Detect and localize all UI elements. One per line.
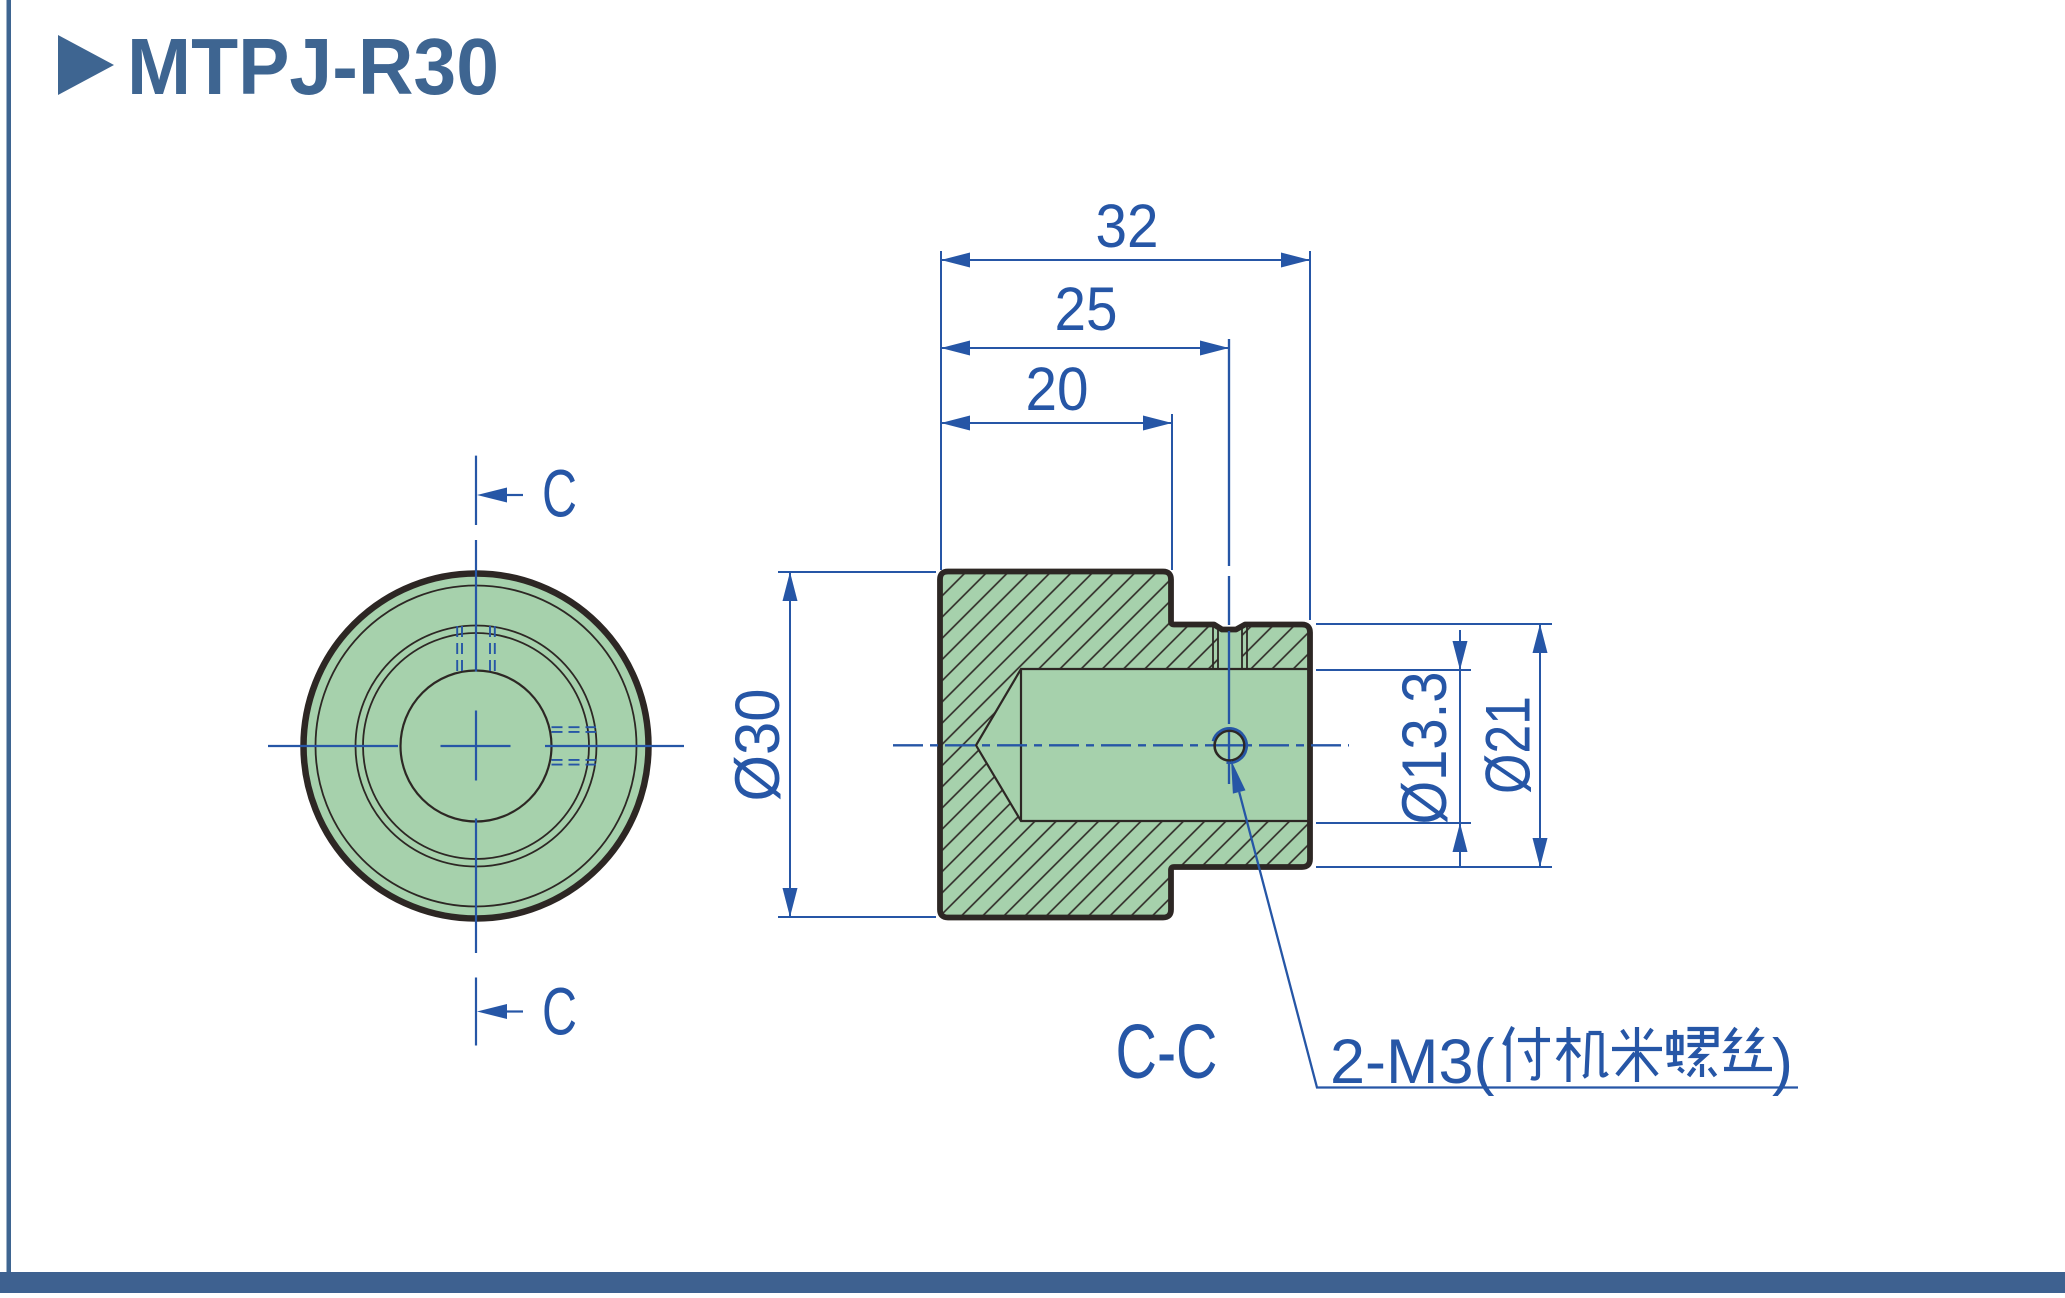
svg-text:): ) <box>1772 1027 1793 1097</box>
svg-text:32: 32 <box>1096 192 1159 261</box>
svg-text:C: C <box>542 457 577 532</box>
svg-text:25: 25 <box>1055 275 1118 344</box>
svg-text:Ø21: Ø21 <box>1474 696 1544 794</box>
svg-text:Ø13.3: Ø13.3 <box>1390 672 1460 825</box>
svg-text:Ø30: Ø30 <box>723 689 793 802</box>
svg-text:20: 20 <box>1026 355 1089 424</box>
svg-text:MTPJ-R30: MTPJ-R30 <box>127 22 499 111</box>
svg-text:C: C <box>542 975 577 1050</box>
svg-text:2-M3(: 2-M3( <box>1330 1027 1495 1097</box>
svg-text:C-C: C-C <box>1116 1009 1218 1095</box>
